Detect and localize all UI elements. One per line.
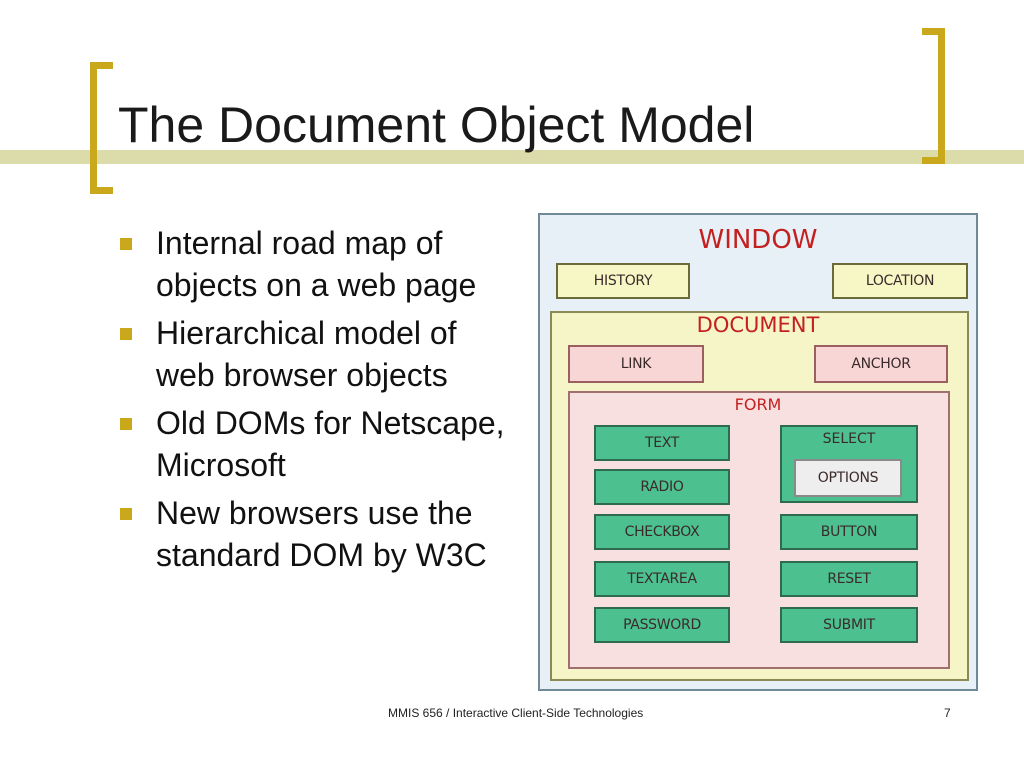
checkbox-box: CHECKBOX bbox=[594, 514, 730, 550]
text-box: TEXT bbox=[594, 425, 730, 461]
radio-box: RADIO bbox=[594, 469, 730, 505]
select-label: SELECT bbox=[822, 431, 876, 447]
anchor-box: ANCHOR bbox=[814, 345, 948, 383]
bullet-item: Old DOMs for Netscape, Microsoft bbox=[120, 402, 520, 486]
bullet-item: Internal road map of objects on a web pa… bbox=[120, 222, 520, 306]
submit-box: SUBMIT bbox=[780, 607, 918, 643]
history-box: HISTORY bbox=[556, 263, 690, 299]
title-underline-bar bbox=[0, 150, 1024, 164]
dom-hierarchy-diagram: WINDOW HISTORY LOCATION DOCUMENT LINK AN… bbox=[538, 213, 978, 691]
square-bullet-icon bbox=[120, 418, 132, 430]
form-label: FORM bbox=[734, 395, 782, 414]
document-label: DOCUMENT bbox=[696, 313, 820, 337]
footer-page-number: 7 bbox=[944, 706, 951, 720]
window-label: WINDOW bbox=[698, 225, 818, 255]
button-box: BUTTON bbox=[780, 514, 918, 550]
bullet-text: Internal road map of objects on a web pa… bbox=[156, 225, 477, 303]
password-box: PASSWORD bbox=[594, 607, 730, 643]
textarea-box: TEXTAREA bbox=[594, 561, 730, 597]
square-bullet-icon bbox=[120, 238, 132, 250]
reset-box: RESET bbox=[780, 561, 918, 597]
bullet-text: Old DOMs for Netscape, Microsoft bbox=[156, 405, 505, 483]
link-box: LINK bbox=[568, 345, 704, 383]
footer-course-text: MMIS 656 / Interactive Client-Side Techn… bbox=[388, 706, 644, 720]
left-bracket-decoration bbox=[90, 62, 113, 194]
bullet-list: Internal road map of objects on a web pa… bbox=[120, 222, 520, 582]
bullet-item: New browsers use the standard DOM by W3C bbox=[120, 492, 520, 576]
bullet-text: Hierarchical model of web browser object… bbox=[156, 315, 457, 393]
square-bullet-icon bbox=[120, 328, 132, 340]
bullet-item: Hierarchical model of web browser object… bbox=[120, 312, 520, 396]
location-box: LOCATION bbox=[832, 263, 968, 299]
bullet-text: New browsers use the standard DOM by W3C bbox=[156, 495, 487, 573]
slide-title: The Document Object Model bbox=[118, 97, 755, 153]
square-bullet-icon bbox=[120, 508, 132, 520]
options-box: OPTIONS bbox=[794, 459, 902, 497]
right-bracket-decoration bbox=[922, 28, 945, 164]
